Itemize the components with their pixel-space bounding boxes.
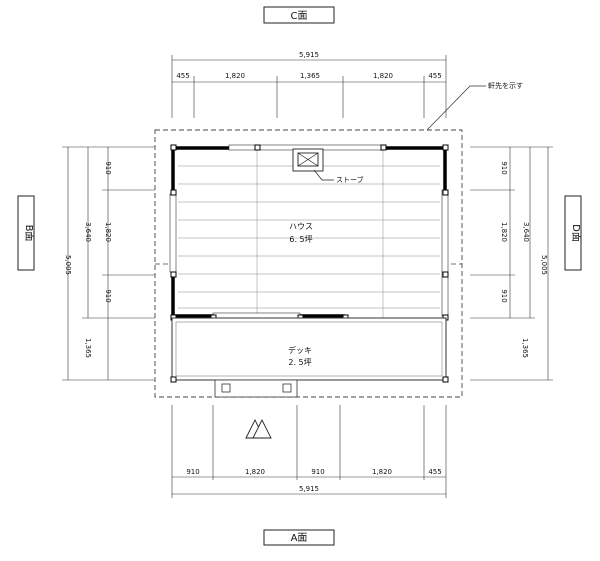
left-dim-2: 1,820 [104,222,112,242]
left-dim-4: 1,365 [84,338,92,358]
face-b-box: B面 [17,195,35,271]
house-room: ハウス 6. 5坪 [169,144,449,324]
face-a-label: A面 [291,533,308,544]
stove-label: ストーブ [336,175,364,184]
bottom-dim-2: 1,820 [245,468,265,476]
face-c-box: C面 [263,6,335,24]
top-dim-2: 1,820 [225,72,245,80]
deck-area-value: 2. 5坪 [288,358,311,367]
bottom-dim-4: 1,820 [372,468,392,476]
right-dim-1: 910 [500,161,508,174]
right-total-dim: 5,005 [540,255,548,275]
face-c-label: C面 [291,11,308,22]
house-name: ハウス [289,222,313,231]
face-a-box: A面 [263,529,335,546]
right-dim-3: 910 [500,289,508,302]
top-total-dim: 5,915 [299,51,319,59]
right-dim-4: 1,365 [521,338,529,358]
top-dim-3: 1,365 [300,72,320,80]
stove: ストーブ [292,148,364,184]
bottom-dim-3: 910 [311,468,324,476]
right-dim-2: 1,820 [500,222,508,242]
left-dimensions [62,146,155,381]
deck-name: デッキ [288,345,312,355]
bottom-dim-5: 455 [428,468,441,476]
left-dim-1: 910 [104,161,112,174]
top-dim-4: 1,820 [373,72,393,80]
top-dim-5: 455 [428,72,441,80]
entry-steps [214,379,298,398]
right-mid-dim: 3,640 [522,222,530,242]
eaves-annotation: 軒先を示す [488,81,523,90]
house-area: 6. 5坪 [289,235,312,244]
left-total-dim: 5,005 [64,255,72,275]
face-d-label: D面 [570,224,581,242]
top-dimensions [171,55,447,118]
direction-marker-icon [245,418,272,439]
face-d-box: D面 [564,195,582,271]
bottom-dim-1: 910 [186,468,199,476]
eaves-leader [426,85,486,131]
eaves-outline [154,129,463,398]
bottom-dimensions [171,405,447,498]
bottom-total-dim: 5,915 [299,485,319,493]
right-dimensions [470,146,553,381]
left-mid-dim: 3,640 [84,222,92,242]
face-b-label: B面 [23,225,34,242]
left-dim-3: 910 [104,289,112,302]
deck-area: デッキ 2. 5坪 [170,317,449,383]
top-dim-1: 455 [176,72,189,80]
